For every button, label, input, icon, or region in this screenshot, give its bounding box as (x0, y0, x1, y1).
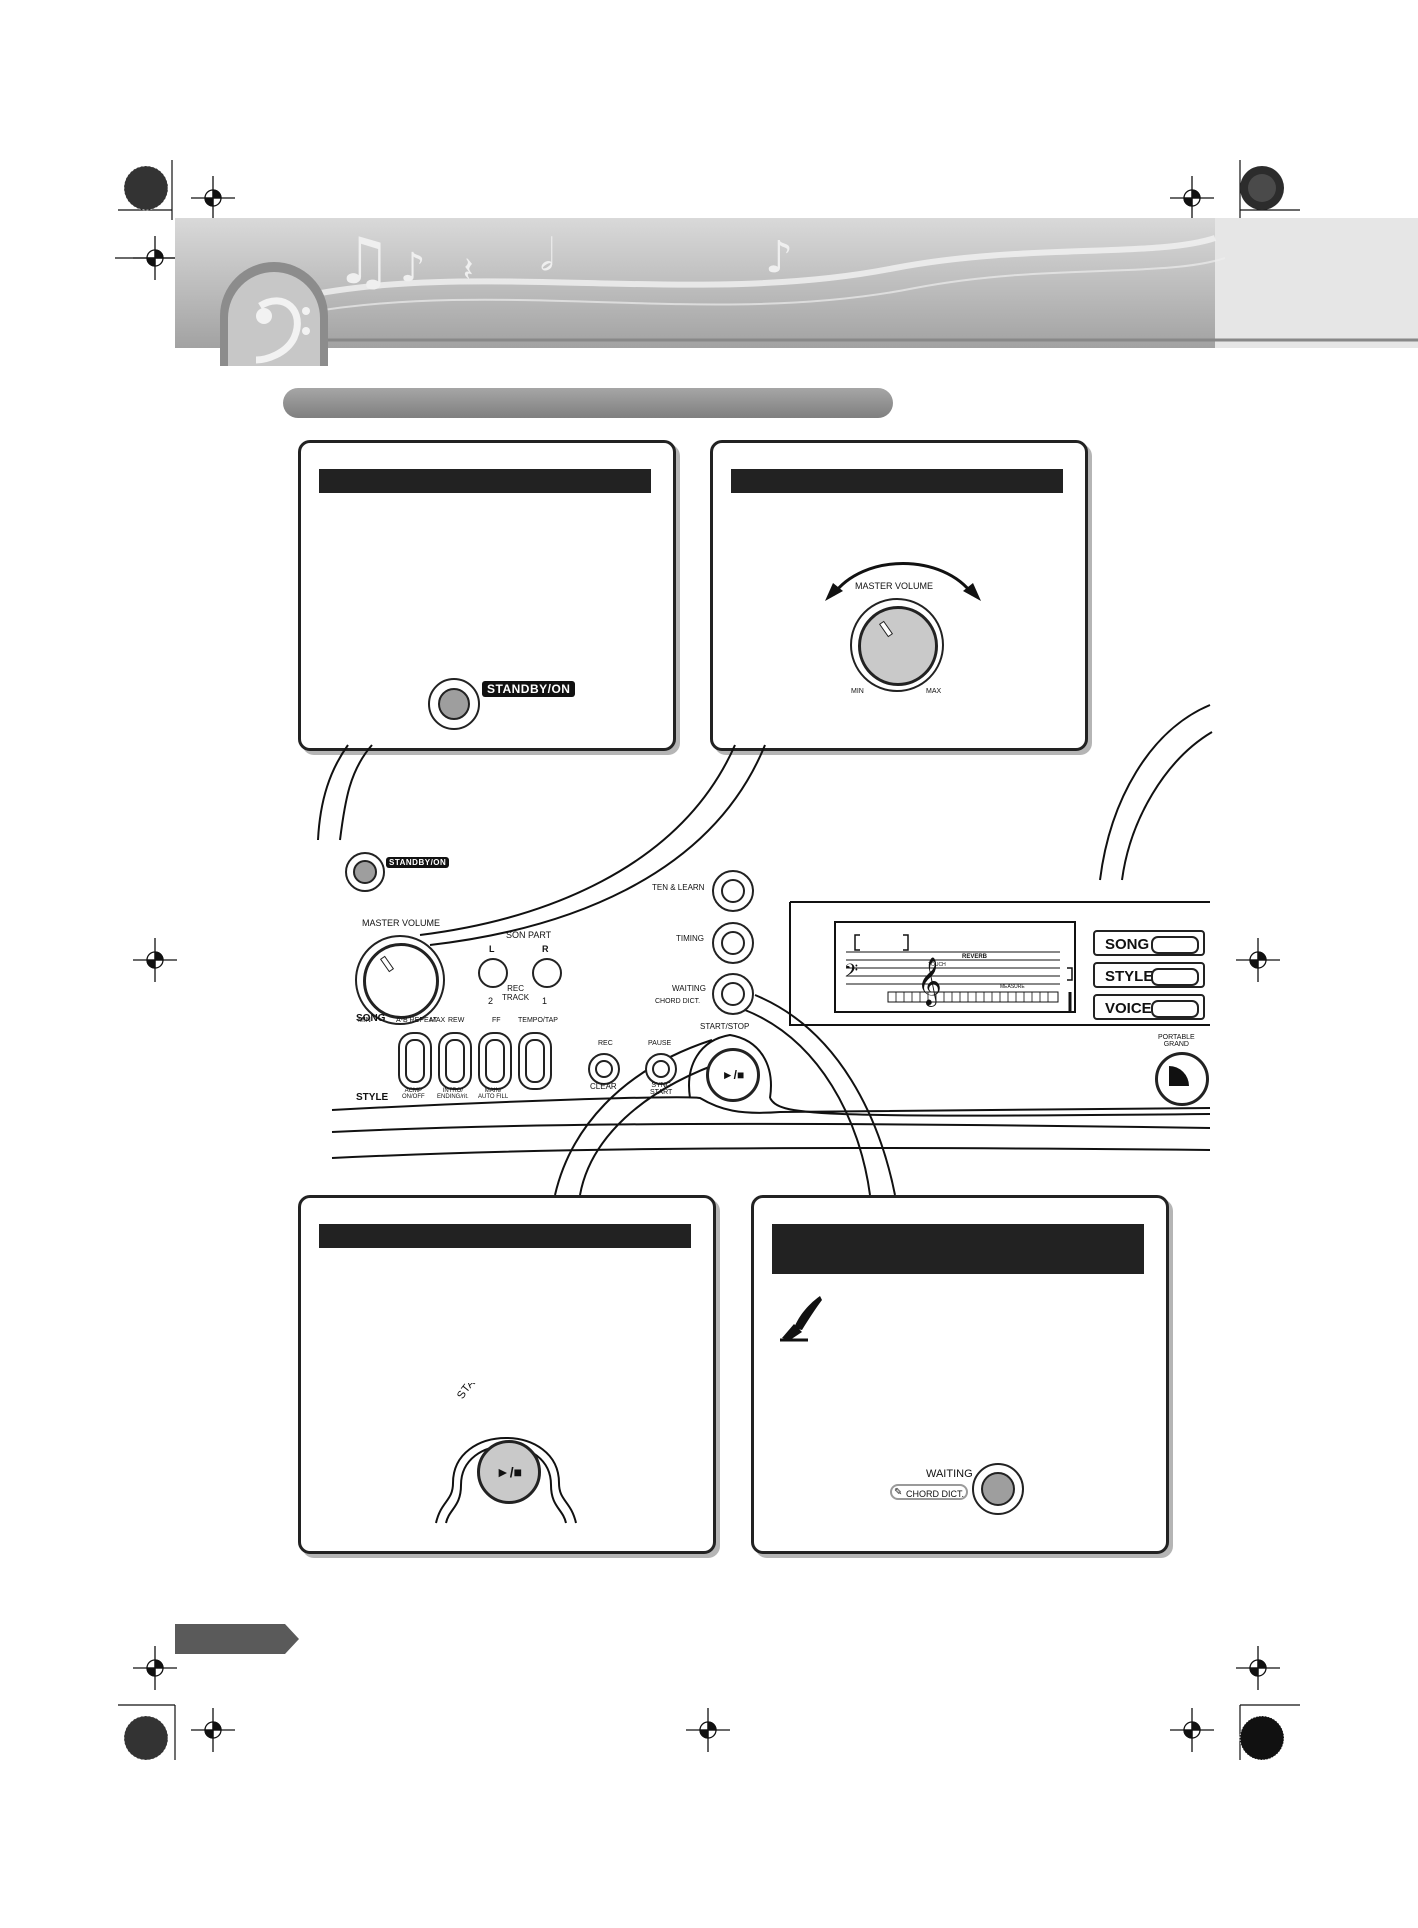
panel-song-row-label: SONG (356, 1013, 386, 1024)
banner-decoration (255, 235, 1418, 342)
standby-button[interactable] (428, 678, 480, 730)
mode-button-style[interactable]: STYLE (1093, 962, 1205, 988)
volume-max: MAX (926, 688, 942, 695)
panel-style-btn-label: ACMP ON/OFF (402, 1088, 425, 1100)
chord-dict-label: CHORD DICT. (906, 1489, 964, 1499)
panel-part-l: L (489, 944, 495, 954)
panel-part-r: R (542, 944, 549, 954)
panel-song-style-button-1[interactable] (398, 1032, 432, 1090)
callout-waiting-title-bar (772, 1224, 1144, 1274)
portable-grand-button[interactable] (1155, 1052, 1209, 1106)
volume-min: MIN (851, 688, 864, 695)
panel-pause-label: PAUSE (648, 1040, 672, 1047)
bass-clef-display-icon: 𝄢 (844, 960, 858, 985)
panel-chord-dict-label: CHORD DICT. (655, 998, 701, 1005)
callout-volume-title-bar (731, 469, 1063, 493)
panel-volume-knob[interactable] (355, 935, 445, 1025)
panel-song-btn-label: A-B REPEAT (396, 1017, 438, 1024)
panel-song-btn-label: REW (448, 1017, 465, 1024)
panel-standby-label: STANDBY/ON (386, 857, 450, 868)
display-measure-label: MEASURE (1000, 984, 1025, 990)
waiting-button[interactable] (972, 1463, 1024, 1515)
callout-volume: MASTER VOLUME MIN MAX (710, 440, 1088, 751)
panel-clear-label: CLEAR (590, 1082, 617, 1091)
panel-track-2: 2 (488, 996, 494, 1006)
callout-start: START/STOP ►/■ (298, 1195, 716, 1554)
callout-power-title-bar (319, 469, 651, 493)
bass-clef-icon (220, 262, 328, 366)
panel-volume-max: MAX (430, 1017, 446, 1024)
volume-arrow (825, 562, 981, 601)
play-stop-icon: ►/■ (495, 1464, 523, 1480)
mode-button-song[interactable]: SONG (1093, 930, 1205, 956)
grand-piano-icon (1169, 1066, 1189, 1086)
master-volume-knob[interactable] (850, 598, 944, 692)
section-heading-bar (283, 388, 893, 418)
waiting-label: WAITING (926, 1468, 973, 1480)
panel-start-stop-button[interactable]: ►/■ (706, 1048, 760, 1102)
display-touch-label: TOUCH (928, 962, 946, 968)
panel-style-row-label: STYLE (356, 1092, 389, 1103)
panel-waiting-button[interactable] (712, 973, 754, 1015)
volume-knob-label: MASTER VOLUME (855, 581, 934, 591)
panel-volume-min: MIN (358, 1017, 371, 1024)
rest-icon: 𝄽 (463, 250, 474, 290)
chord-dict-tag: ✎ CHORD DICT. (890, 1484, 968, 1500)
half-note-icon: 𝅗𝅥 (540, 230, 554, 281)
panel-lesson-part-label: SON PART (506, 930, 552, 940)
panel-sync-start-label: SYNC START (650, 1082, 673, 1096)
panel-start-stop-label: START/STOP (700, 1022, 750, 1031)
panel-song-style-button-2[interactable] (438, 1032, 472, 1090)
treble-clef-icon: 𝄞 (917, 957, 942, 1007)
panel-song-style-button-4[interactable] (518, 1032, 552, 1090)
panel-listen-learn-label: TEN & LEARN (652, 883, 705, 892)
start-stop-button[interactable]: ►/■ (477, 1440, 541, 1504)
panel-style-btn-label: MAIN/ AUTO FILL (478, 1088, 509, 1100)
panel-pause-button[interactable] (645, 1053, 677, 1085)
play-stop-icon: ►/■ (721, 1068, 745, 1082)
panel-track-1: 1 (542, 996, 548, 1006)
page-number-tab (175, 1624, 299, 1654)
panel-part-r-button[interactable] (532, 958, 562, 988)
standby-label: STANDBY/ON (482, 681, 576, 697)
panel-rec-track-label: REC TRACK (502, 984, 530, 1002)
panel-rec-button[interactable] (588, 1053, 620, 1085)
eighth-note-icon: ♪ (765, 232, 794, 283)
panel-song-btn-label: FF (492, 1017, 501, 1024)
callout-waiting: WAITING ✎ CHORD DICT. (751, 1195, 1169, 1554)
eighth-note-icon: ♫ (335, 225, 393, 299)
quarter-note-icon: ♪ (400, 245, 426, 291)
panel-rec-label: REC (598, 1040, 613, 1047)
header-banner-right-panel (1215, 218, 1418, 348)
mode-button-voice[interactable]: VOICE (1093, 994, 1205, 1020)
pen-icon: ✎ (894, 1487, 903, 1498)
panel-timing-button[interactable] (712, 922, 754, 964)
panel-song-btn-label: TEMPO/TAP (518, 1017, 558, 1024)
panel-waiting-label: WAITING (672, 984, 706, 993)
panel-style-btn-label: INTRO/ ENDING/rit. (437, 1088, 469, 1100)
callout-power: STANDBY/ON (298, 440, 676, 751)
panel-song-style-button-3[interactable] (478, 1032, 512, 1090)
panel-standby-button[interactable] (345, 852, 385, 892)
panel-listen-learn-button[interactable] (712, 870, 754, 912)
portable-grand-label: PORTABLE GRAND (1158, 1034, 1195, 1048)
panel-part-l-button[interactable] (478, 958, 508, 988)
pen-icon (780, 1296, 822, 1342)
display-reverb-label: REVERB (962, 954, 988, 960)
panel-volume-label: MASTER VOLUME (362, 918, 441, 928)
panel-timing-label: TIMING (676, 934, 704, 943)
callout-start-title-bar (319, 1224, 691, 1248)
